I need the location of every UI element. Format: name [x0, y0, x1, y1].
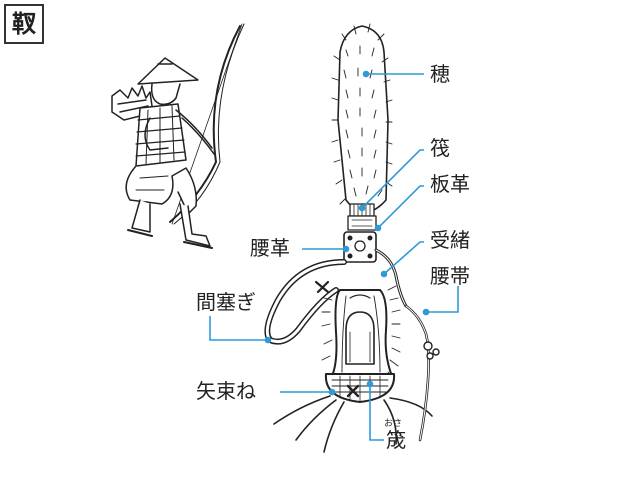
label-koshiobi: 腰帯 [430, 264, 470, 288]
label-mafusagi: 間塞ぎ [196, 290, 256, 314]
label-koshigawa: 腰革 [250, 236, 290, 260]
leader-ikada [361, 149, 424, 209]
leader-ukeo [383, 241, 424, 275]
label-ikada: 筏 [430, 136, 450, 160]
leader-lines [209, 70, 459, 441]
label-ho: 穂 [430, 62, 450, 86]
leader-dot-koshigawa [342, 245, 350, 253]
leader-dot-ukeo [380, 270, 388, 278]
leader-osa [369, 384, 384, 441]
leader-dot-osa [366, 380, 374, 388]
label-ukeo: 受緒 [430, 228, 470, 252]
leader-dot-ho [362, 70, 370, 78]
leader-dot-itagawa [374, 224, 382, 232]
leader-dot-ikada [358, 204, 366, 212]
quiver-illustration [264, 23, 440, 453]
diagram-title: 靫 [4, 4, 44, 44]
leader-itagawa [377, 185, 424, 229]
leader-dot-yatabane [328, 388, 336, 396]
leader-dot-mafusagi [264, 336, 272, 344]
label-osa: 筬 [386, 428, 406, 452]
leader-koshiobi [426, 286, 459, 313]
label-osa-reading: おさ [384, 419, 403, 429]
label-yatabane: 矢束ね [196, 379, 256, 403]
leader-dot-koshiobi [422, 308, 430, 316]
leader-mafusagi [209, 316, 268, 341]
archer-figure [111, 23, 245, 249]
label-itagawa: 板革 [430, 172, 470, 196]
